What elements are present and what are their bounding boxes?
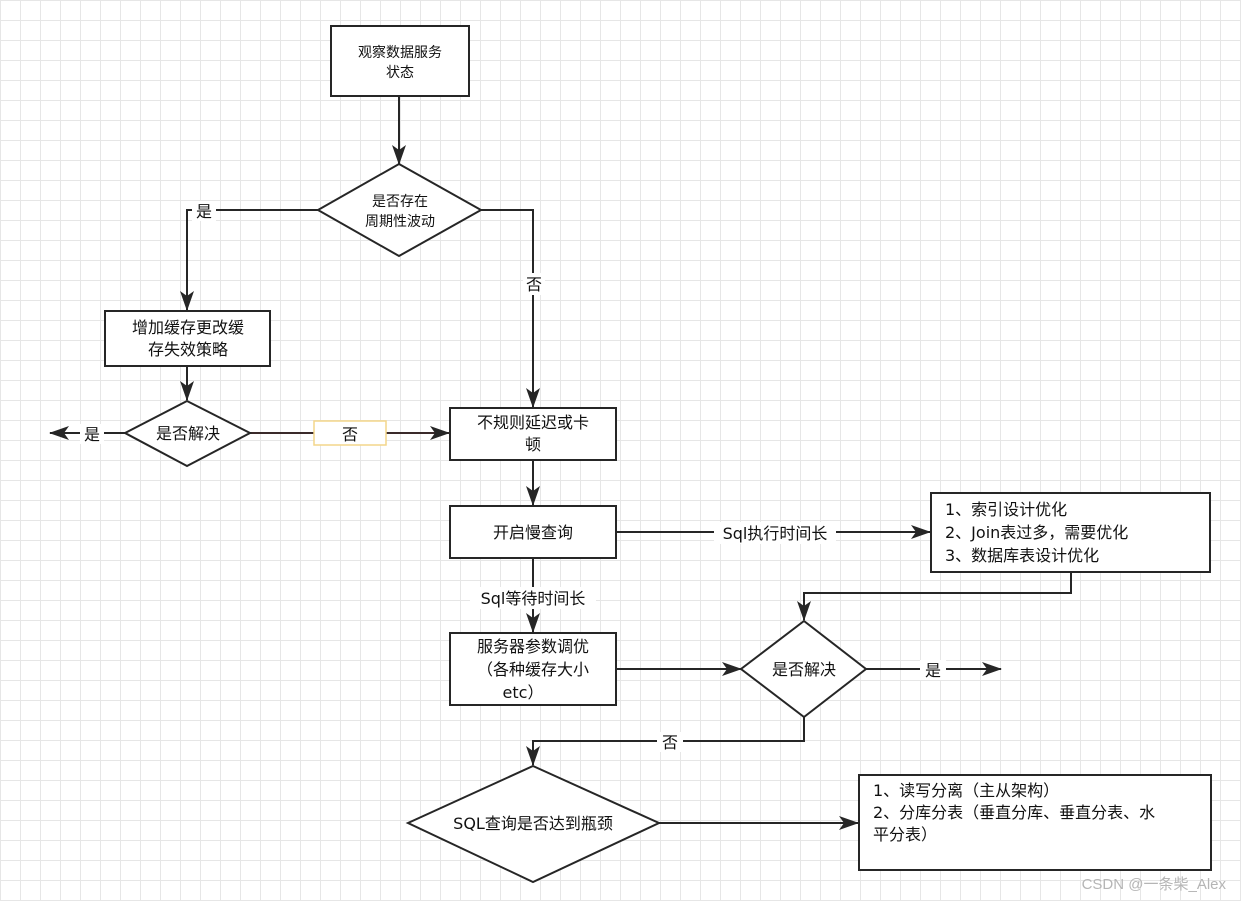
node-observe: 观察数据服务 状态: [330, 25, 470, 97]
edge-label-periodic-no: 否: [526, 275, 542, 294]
node-observe-line2: 状态: [386, 65, 414, 81]
node-resolved1-text: 是否解决: [156, 424, 220, 443]
node-periodic-line1: 是否存在: [372, 194, 428, 210]
node-split-line1: 1、读写分离（主从架构）: [873, 781, 1059, 800]
watermark: CSDN @一条柴_Alex: [1082, 876, 1227, 893]
edge-label-resolved2-yes: 是: [925, 661, 941, 680]
node-server-tune-line1: 服务器参数调优: [477, 637, 589, 656]
edge-periodic-yes: [180, 209, 318, 311]
node-optimize-line2: 2、Join表过多，需要优化: [945, 523, 1128, 542]
edge-label-sql-wait-long: Sql等待时间长: [481, 589, 586, 608]
node-optimize-line1: 1、索引设计优化: [945, 500, 1067, 519]
node-server-tune: 服务器参数调优 （各种缓存大小 etc）: [449, 632, 617, 706]
node-irregular-line2: 顿: [525, 435, 541, 454]
node-cache-line1: 增加缓存更改缓: [132, 318, 244, 337]
node-server-tune-line3: etc）: [503, 683, 544, 702]
edge-labels: 是 否 是 否 Sql执行时间长 Sql等待时间长 是 否: [80, 201, 946, 752]
node-bottleneck-text: SQL查询是否达到瓶颈: [453, 814, 613, 833]
edge-periodic-no: [481, 209, 540, 408]
edge-label-resolved1-no: 否: [342, 425, 358, 444]
node-cache: 增加缓存更改缓 存失效策略: [104, 310, 271, 367]
node-periodic-decision: 是否存在 周期性波动: [315, 162, 484, 258]
node-cache-line2: 存失效策略: [148, 340, 228, 359]
node-slowquery: 开启慢查询: [449, 505, 617, 559]
edge-label-resolved1-yes: 是: [84, 425, 100, 444]
node-periodic-line2: 周期性波动: [365, 214, 435, 230]
node-irregular: 不规则延迟或卡 顿: [449, 407, 617, 461]
edge-label-periodic-yes: 是: [196, 202, 212, 221]
node-split-line3: 平分表）: [873, 825, 937, 844]
node-split-list: 1、读写分离（主从架构） 2、分库分表（垂直分库、垂直分表、水 平分表）: [858, 774, 1212, 871]
node-bottleneck-decision: SQL查询是否达到瓶颈: [405, 764, 662, 884]
node-split-line2: 2、分库分表（垂直分库、垂直分表、水: [873, 803, 1155, 822]
node-resolved2-text: 是否解决: [772, 660, 836, 679]
node-resolved1-decision: 是否解决: [122, 399, 253, 468]
node-slowquery-text: 开启慢查询: [493, 523, 573, 542]
node-resolved2-decision: 是否解决: [739, 619, 868, 719]
edge-label-resolved2-no: 否: [662, 733, 678, 752]
node-irregular-line1: 不规则延迟或卡: [477, 413, 589, 432]
node-optimize-list: 1、索引设计优化 2、Join表过多，需要优化 3、数据库表设计优化: [930, 492, 1211, 573]
node-server-tune-line2: （各种缓存大小: [477, 660, 589, 679]
edge-label-sql-exec-long: Sql执行时间长: [723, 524, 828, 543]
node-optimize-line3: 3、数据库表设计优化: [945, 546, 1099, 565]
edge-optimize-resolved2: [797, 572, 1072, 621]
node-observe-line1: 观察数据服务: [358, 44, 442, 61]
